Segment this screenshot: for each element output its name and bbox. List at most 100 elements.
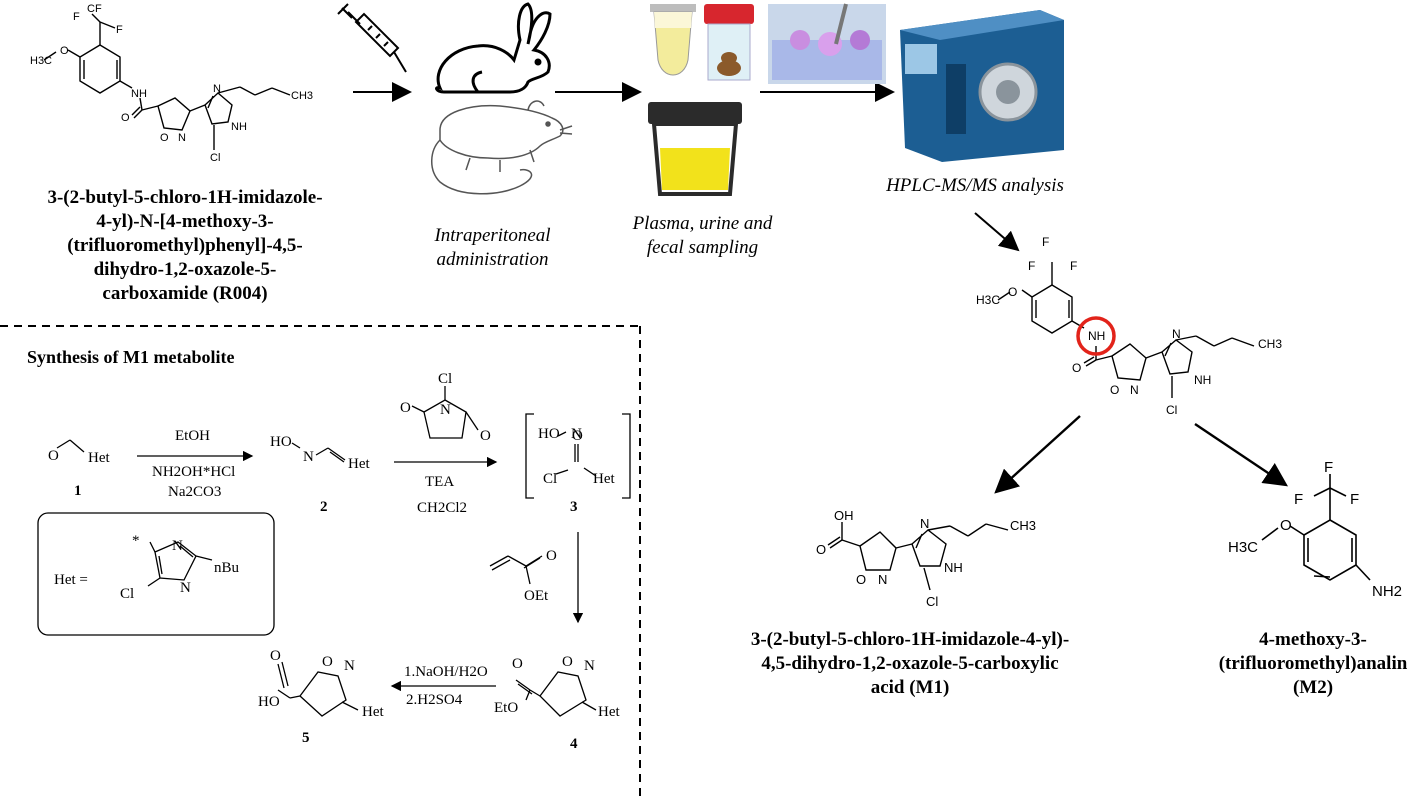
m1-structure (827, 522, 1009, 591)
m1-name: 3-(2-butyl-5-chloro-1H-imidazole-4-yl)- … (710, 628, 1110, 700)
atom-o-1: O (48, 448, 59, 464)
step2-label: Plasma, urine and fecal sampling (615, 212, 790, 260)
compound-number-5: 5 (302, 730, 310, 746)
atom-o-acrylate: O (546, 548, 557, 564)
m1-atom-oh: OH (834, 508, 854, 523)
m1-name-line-2: 4,5-dihydro-1,2-oxazole-5-carboxylic (761, 653, 1059, 674)
center-atom-n-imid: N (1172, 327, 1181, 341)
center-atom-n-ring: N (1130, 383, 1139, 397)
r004-atom-cf: CF (87, 3, 102, 15)
m1-atom-o: O (816, 542, 826, 557)
compound-number-1: 1 (74, 483, 82, 499)
r004-atom-h3c: H3C (30, 55, 52, 67)
synthesis-text: O Het 1 EtOH NH2OH*HCl Na2CO3 HO N Het 2… (48, 371, 620, 752)
r004-structure (43, 13, 291, 131)
atom-o-4-ring: O (562, 654, 573, 670)
m1-atom-ch3: CH3 (1010, 518, 1036, 533)
r004-atom-n-ring: N (178, 132, 186, 144)
center-molecule-structure (997, 262, 1255, 398)
atom-n-2: N (303, 449, 314, 465)
het-label: Het = (54, 572, 88, 588)
atom-o-5-ring: O (322, 654, 333, 670)
center-atom-f-top: F (1042, 235, 1049, 249)
atom-het-5: Het (362, 704, 384, 720)
reagent-ch2cl2: CH2Cl2 (417, 500, 467, 516)
center-atom-o-carbonyl: O (1072, 361, 1081, 375)
center-atom-h3c: H3C (976, 293, 1000, 307)
atom-n-5-ring: N (344, 658, 355, 674)
step2-line-2: fecal sampling (646, 237, 759, 258)
r004-name-line-1: 3-(2-butyl-5-chloro-1H-imidazole- (47, 187, 323, 208)
r004-atom-o-carbonyl: O (121, 112, 130, 124)
step1-label: Intraperitoneal administration (405, 224, 580, 272)
reagent-nh2oh: NH2OH*HCl (152, 464, 235, 480)
reagent-naoh: 1.NaOH/H2O (404, 664, 488, 680)
r004-atoms: CF F F O H3C NH O O N N NH Cl CH3 (30, 3, 313, 164)
center-atom-f-right: F (1070, 259, 1077, 273)
center-atom-o: O (1008, 285, 1017, 299)
reagent-na2co3: Na2CO3 (168, 484, 221, 500)
atom-eto-4: EtO (494, 700, 518, 716)
center-atom-o-ring: O (1110, 383, 1119, 397)
m2-name: 4-methoxy-3- (trifluoromethyl)analin (M2… (1198, 628, 1428, 700)
center-atom-cl: Cl (1166, 403, 1177, 417)
r004-atom-o: O (60, 45, 69, 57)
r004-atom-cl: Cl (210, 152, 220, 164)
het-star: * (132, 533, 140, 549)
het-cl: Cl (120, 586, 134, 602)
reagent-etoh: EtOH (175, 428, 210, 444)
lab-photo (768, 3, 886, 84)
compound-number-2: 2 (320, 499, 328, 515)
atom-n-3: N (571, 426, 582, 442)
atom-het-4: Het (598, 704, 620, 720)
m1-atom-n-ring: N (878, 572, 887, 587)
synthesis-title: Synthesis of M1 metabolite (27, 347, 235, 367)
het-n-top: N (172, 538, 183, 554)
atom-n-ncs: N (440, 402, 451, 418)
center-atom-f-left: F (1028, 259, 1035, 273)
r004-atom-f1: F (73, 11, 80, 23)
m1-atoms: OH O O N N NH Cl CH3 (816, 508, 1036, 609)
atom-het-3: Het (593, 471, 615, 487)
step1-line-2: administration (436, 249, 549, 270)
arrow-to-m2 (1194, 423, 1288, 487)
compound-number-4: 4 (570, 736, 578, 752)
m1-atom-nh-imid: NH (944, 560, 963, 575)
reagent-oet: OEt (524, 588, 549, 604)
m2-atom-f-top: F (1324, 459, 1333, 476)
m2-atoms: F F F O H3C NH2 (1228, 459, 1402, 600)
m2-name-line-1: 4-methoxy-3- (1259, 629, 1367, 650)
r004-name-line-2: 4-yl)-N-[4-methoxy-3- (96, 211, 274, 232)
m2-name-line-2: (trifluoromethyl)analin (M2) (1218, 653, 1408, 698)
atom-o-4-carbonyl: O (512, 656, 523, 672)
atom-o-ncs-left: O (400, 400, 411, 416)
atom-het-1: Het (88, 450, 110, 466)
atom-cl-ncs: Cl (438, 371, 452, 387)
arrow-to-parent (974, 212, 1020, 252)
hplc-instrument-icon (900, 10, 1064, 162)
m2-atom-h3c: H3C (1228, 539, 1258, 556)
r004-atom-nh: NH (131, 88, 147, 100)
atom-o-ncs-right: O (480, 428, 491, 444)
step1-line-1: Intraperitoneal (434, 225, 551, 246)
arrow-to-m1 (994, 415, 1081, 494)
m2-structure (1261, 474, 1371, 581)
center-atom-ch3: CH3 (1258, 337, 1282, 351)
r004-name-line-5: carboxamide (R004) (102, 283, 268, 304)
urine-cup-icon (648, 102, 742, 196)
center-molecule-atoms: F F F O H3C NH O O N N NH Cl CH3 (976, 235, 1282, 417)
m1-name-line-1: 3-(2-butyl-5-chloro-1H-imidazole-4-yl)- (750, 629, 1070, 650)
m2-atom-f-right: F (1350, 491, 1359, 508)
atom-o-3: O (572, 428, 583, 444)
r004-atom-n-imid: N (213, 83, 221, 95)
atom-ho-2: HO (270, 434, 292, 450)
reagent-tea: TEA (425, 474, 454, 490)
het-definition-box (37, 512, 275, 636)
atom-o-5-carbonyl: O (270, 648, 281, 664)
atom-cl-3: Cl (543, 471, 557, 487)
nh-highlight-circle (1076, 316, 1116, 356)
synthesis-structures (56, 386, 631, 717)
reagent-h2so4: 2.H2SO4 (406, 692, 463, 708)
m1-atom-cl: Cl (926, 594, 938, 609)
